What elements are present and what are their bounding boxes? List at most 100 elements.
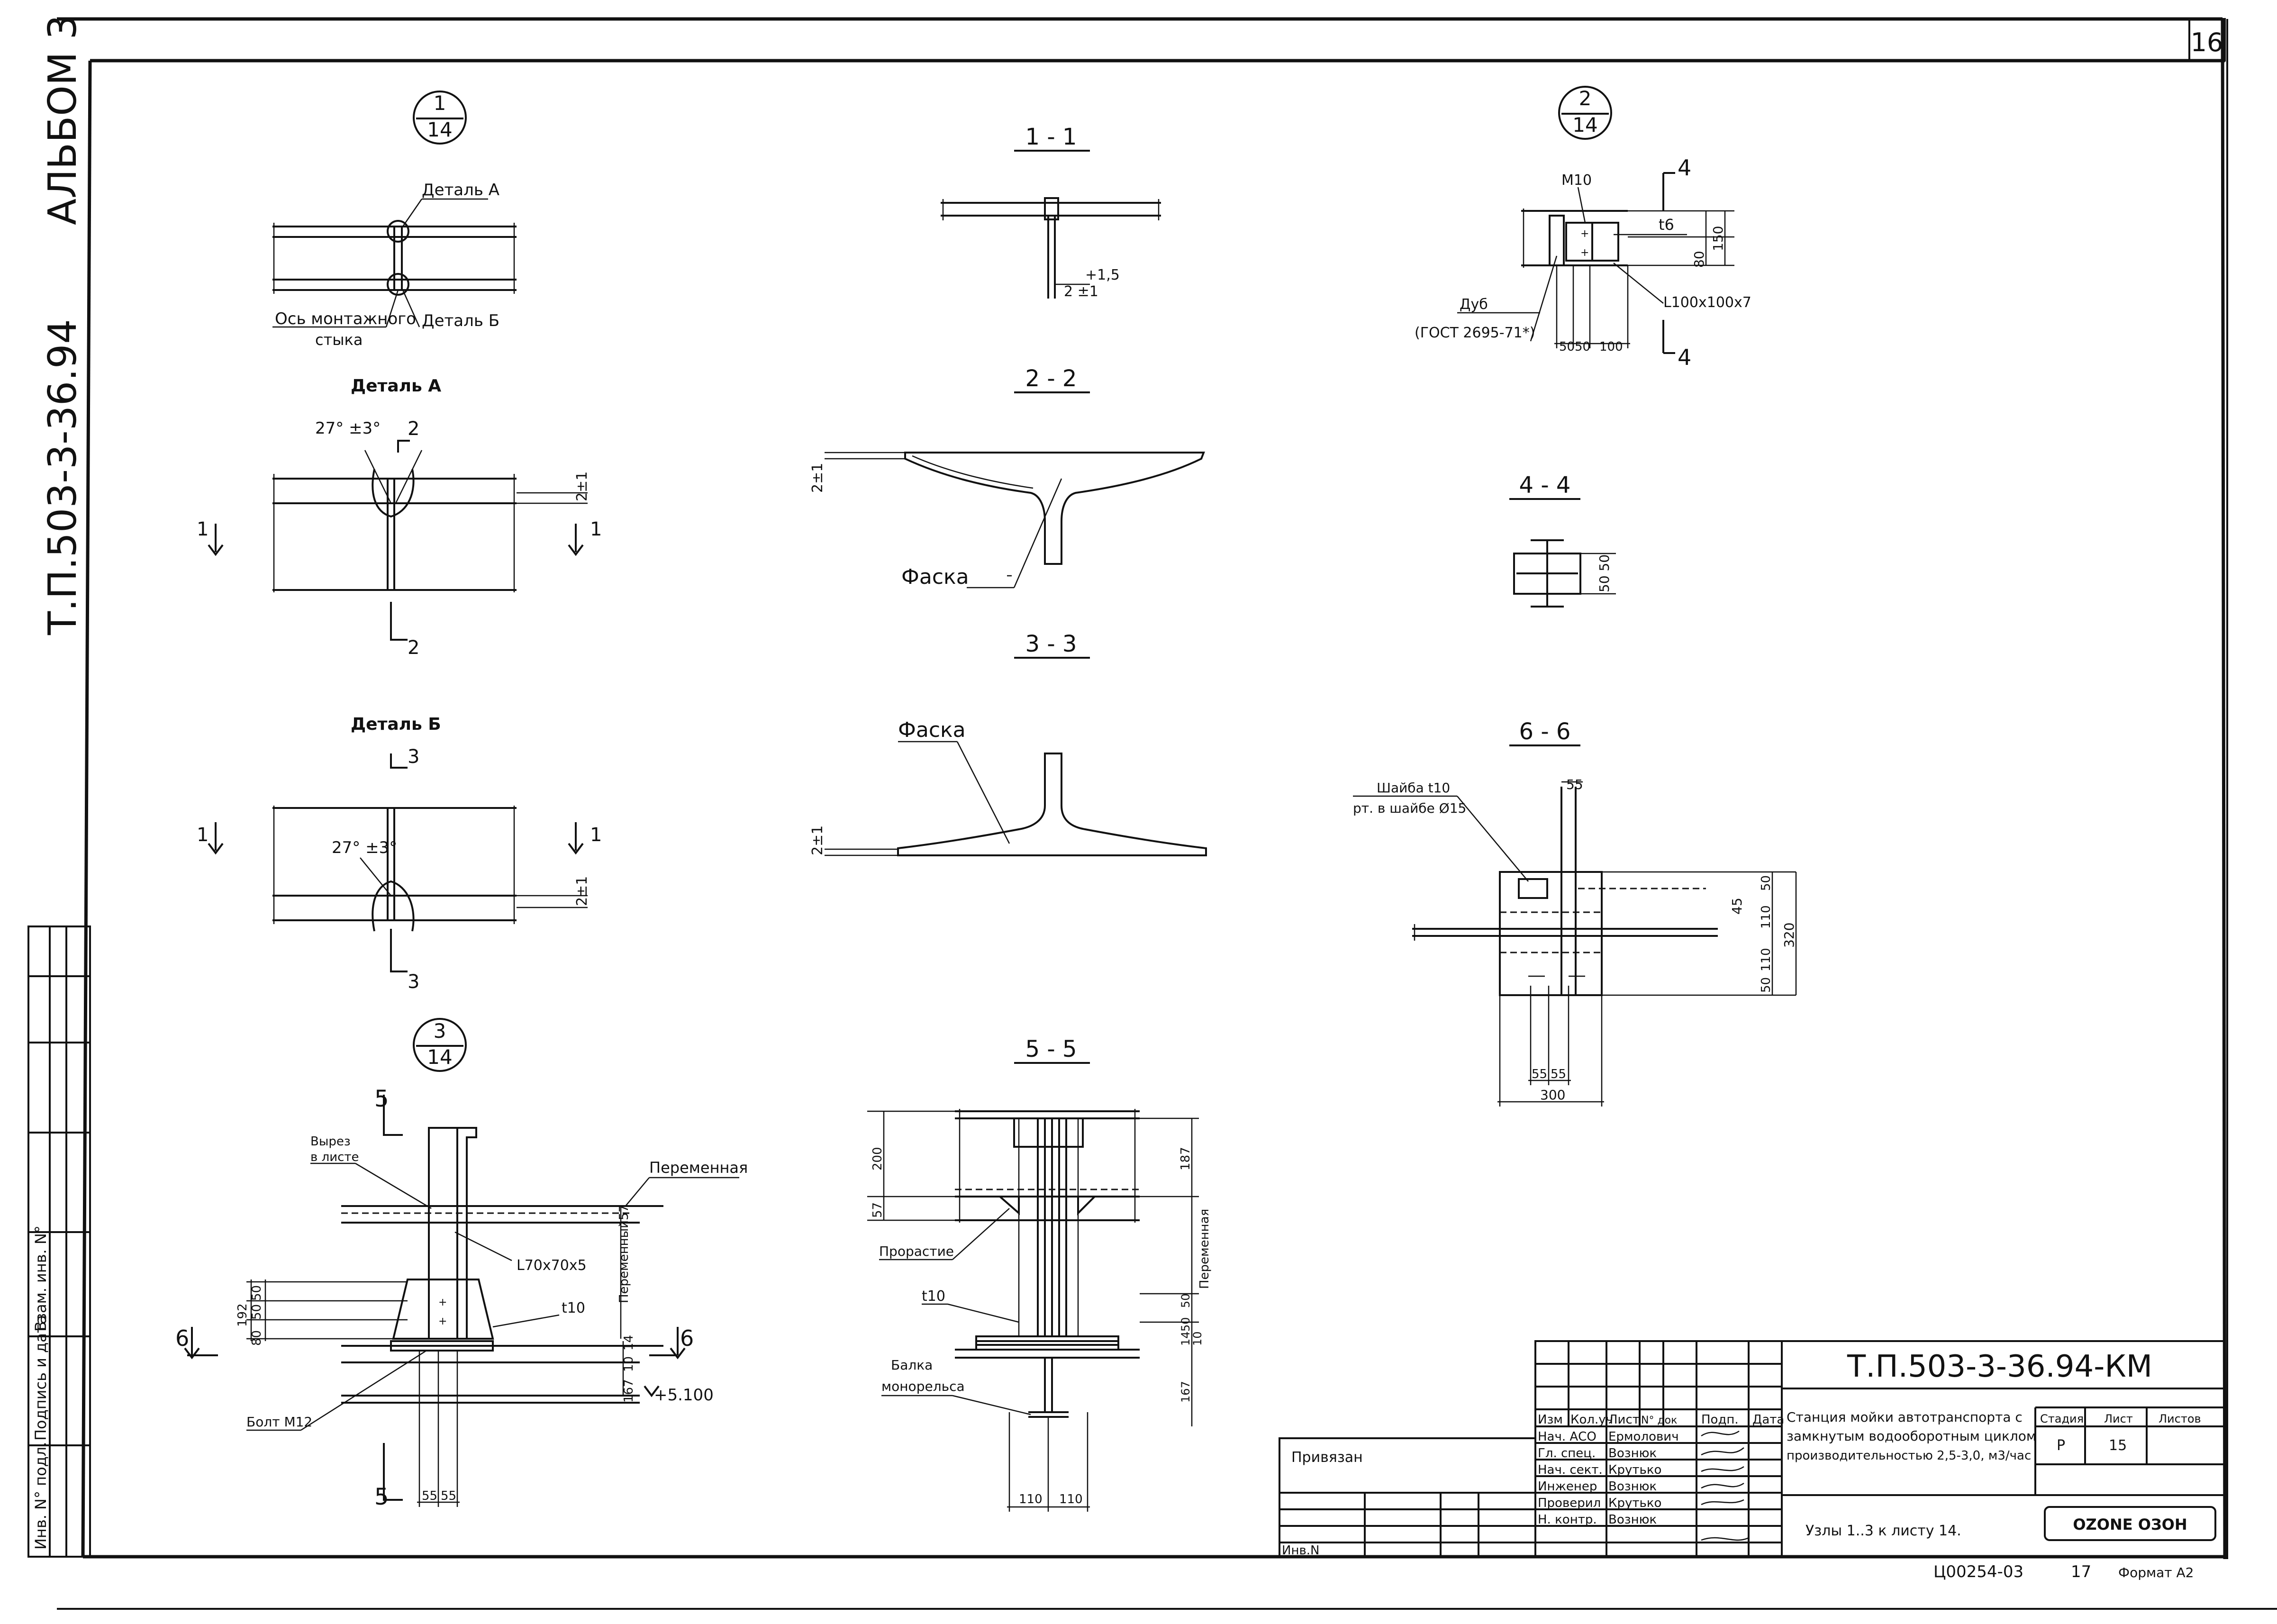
section-5-5-plate: t10 [922, 1288, 945, 1305]
svg-text:110: 110 [1019, 1492, 1043, 1506]
section-2-2-chamfer: Фаска [901, 565, 969, 589]
svg-text:110: 110 [1759, 905, 1773, 929]
svg-text:1: 1 [197, 824, 209, 846]
svg-text:2±1: 2±1 [574, 472, 590, 501]
svg-text:50 50: 50 50 [1597, 554, 1612, 592]
logo: OZONE OЗOH [2073, 1515, 2187, 1533]
svg-text:6: 6 [680, 1325, 694, 1351]
svg-text:187: 187 [1179, 1147, 1193, 1170]
svg-text:2±1: 2±1 [574, 876, 590, 906]
svg-text:14: 14 [1572, 113, 1597, 136]
section-1-1: 1 - 1 +1,5 2 ±1 [941, 124, 1161, 300]
node-2: + + М10 t6 4 4 80 150 L100x100x7 Дуб (ГО… [1415, 155, 1751, 370]
svg-text:N° док: N° док [1641, 1415, 1677, 1426]
footer: Ц00254-03 17 Формат А2 [1933, 1562, 2194, 1581]
svg-text:300: 300 [1540, 1087, 1565, 1103]
svg-text:150: 150 [1710, 226, 1726, 251]
svg-text:3: 3 [408, 746, 419, 768]
title-block: Т.П.503-3-36.94-КМ Изм Кол.уч Лист N° до… [1279, 1340, 2226, 1558]
svg-text:5: 5 [374, 1086, 389, 1112]
svg-text:Нач. АСО: Нач. АСО [1538, 1430, 1597, 1444]
svg-text:2: 2 [408, 637, 419, 659]
node3-plate: t10 [562, 1300, 585, 1316]
title-code: Т.П.503-3-36.94-КМ [1847, 1349, 2152, 1384]
svg-text:Лист: Лист [1608, 1413, 1640, 1427]
title-desc-1: Станция мойки автотранспорта с [1787, 1409, 2023, 1425]
node1-axis-label-2: стыка [315, 331, 363, 349]
section-4-4-title: 4 - 4 [1519, 472, 1571, 499]
node1-axis-label-1: Ось монтажного [275, 309, 416, 328]
svg-text:+: + [438, 1297, 447, 1308]
svg-text:167: 167 [1179, 1381, 1192, 1403]
svg-text:6: 6 [175, 1325, 189, 1351]
svg-text:2 ±1: 2 ±1 [1064, 283, 1098, 300]
section-6-6-washer-1: Шайба t10 [1377, 780, 1450, 796]
svg-text:14: 14 [427, 1045, 452, 1069]
svg-text:+: + [438, 1316, 447, 1327]
svg-text:Вознюк: Вознюк [1608, 1479, 1657, 1494]
left-stamp: Инв. N° подл. Подпись и дата Взам. инв. … [27, 925, 91, 1558]
svg-text:1: 1 [434, 91, 446, 115]
svg-text:14: 14 [1179, 1331, 1192, 1346]
section-5-5-rib: Прорастие [879, 1243, 954, 1259]
section-2-2: 2 - 2 2±1 Фаска [809, 365, 1205, 589]
section-3-3-chamfer: Фаска [898, 718, 966, 742]
svg-text:Крутько: Крутько [1608, 1463, 1661, 1477]
svg-text:100: 100 [1599, 340, 1623, 354]
svg-text:50: 50 [1575, 340, 1590, 354]
detail-b-angle: 27° ±3° [332, 838, 397, 857]
node1-detail-b: Деталь Б [422, 311, 499, 330]
svg-text:+: + [1580, 228, 1589, 240]
svg-text:50: 50 [250, 1304, 264, 1320]
stamp-sign-label: Подпись и дата [32, 1315, 50, 1441]
svg-text:Гл. спец.: Гл. спец. [1538, 1446, 1596, 1461]
svg-text:2: 2 [408, 418, 419, 440]
node2-bolt: М10 [1561, 172, 1592, 189]
section-5-5-beam-1: Балка [891, 1357, 933, 1373]
svg-text:55: 55 [1532, 1067, 1547, 1081]
svg-text:Вознюк: Вознюк [1608, 1513, 1657, 1527]
node1-detail-a: Деталь А [422, 181, 499, 200]
svg-text:55: 55 [1566, 777, 1583, 792]
stamp-inv-label: Инв. N° подл. [32, 1442, 50, 1550]
svg-text:Переменная: Переменная [1197, 1209, 1212, 1289]
svg-text:45: 45 [1729, 898, 1745, 915]
section-5-5-title: 5 - 5 [1025, 1036, 1077, 1062]
svg-text:Дата: Дата [1752, 1413, 1784, 1427]
svg-text:50: 50 [1179, 1317, 1192, 1332]
svg-text:50: 50 [1179, 1293, 1192, 1308]
callout-3: 3 14 [413, 1018, 467, 1072]
svg-text:3: 3 [408, 971, 419, 993]
sheet-frame: 16 [57, 17, 2277, 1610]
svg-text:57: 57 [617, 1205, 631, 1220]
detail-a: Деталь А 27° ±3° 2 2±1 1 1 2 [197, 376, 602, 659]
svg-text:50: 50 [1559, 340, 1575, 354]
title-bound: Привязан [1291, 1449, 1363, 1466]
svg-text:320: 320 [1781, 923, 1797, 948]
svg-text:167: 167 [622, 1379, 636, 1403]
svg-text:110: 110 [1059, 1492, 1083, 1506]
section-2-2-title: 2 - 2 [1025, 365, 1077, 392]
node3-bolt: Болт М12 [246, 1414, 312, 1430]
svg-text:Инженер: Инженер [1538, 1479, 1597, 1494]
svg-text:+: + [1580, 247, 1589, 259]
title-inv: Инв.N [1282, 1543, 1320, 1558]
svg-text:2±1: 2±1 [809, 826, 826, 855]
svg-text:Нач. сект.: Нач. сект. [1538, 1463, 1603, 1477]
svg-text:14: 14 [622, 1335, 636, 1351]
detail-a-angle: 27° ±3° [315, 419, 381, 438]
section-6-6: 6 - 6 Шайба t10 рт. в шайбе Ø15 55 45 50… [1353, 718, 1797, 1107]
svg-text:1: 1 [197, 518, 209, 540]
callout-2: 2 14 [1558, 86, 1612, 140]
svg-text:200: 200 [871, 1147, 885, 1170]
svg-text:55: 55 [422, 1489, 437, 1503]
section-6-6-title: 6 - 6 [1519, 718, 1571, 745]
detail-a-title: Деталь А [351, 376, 441, 396]
svg-text:1: 1 [590, 518, 602, 540]
section-3-3: 3 - 3 2±1 Фаска [809, 631, 1207, 856]
project-label: Т.П.503-3-36.94 [40, 319, 85, 636]
svg-text:110: 110 [1759, 948, 1773, 971]
svg-text:2±1: 2±1 [809, 463, 826, 493]
svg-text:Изм: Изм [1538, 1413, 1563, 1427]
